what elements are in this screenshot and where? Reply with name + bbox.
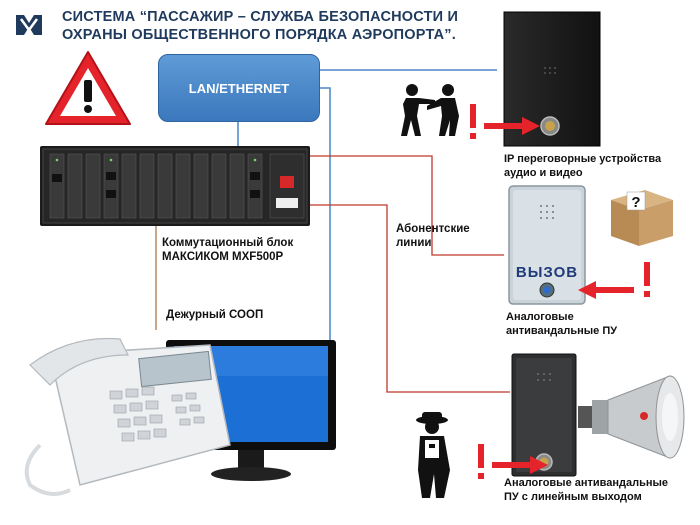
ip-intercom-caption-line-1: IP переговорные устройства	[504, 153, 662, 165]
analog-linear-panel-image	[511, 353, 577, 477]
suspicious-box-icon: ?	[611, 190, 673, 246]
title-line-2: ОХРАНЫ ОБЩЕСТВЕННОГО ПОРЯДКА АЭРОПОРТА”.	[62, 27, 456, 43]
red-arrow-icon	[492, 456, 548, 474]
analog-linear-caption-line-1: Аналоговые антивандальные	[504, 477, 669, 489]
logo-icon	[14, 12, 44, 38]
lan-to-monitor-line	[318, 87, 331, 340]
subscriber-line-1	[308, 155, 504, 256]
analog-panel-caption-line-2: антивандальные ПУ	[506, 325, 618, 337]
title-line-1: СИСТЕМА “ПАССАЖИР – СЛУЖБА БЕЗОПАСНОСТИ …	[62, 9, 459, 25]
switch-unit-caption-line-1: Коммутационный блок	[162, 237, 294, 249]
subscriber-lines-caption: Абонентские линии	[396, 222, 470, 250]
subscriber-lines-line-1: Абонентские	[396, 223, 470, 235]
lan-label: LAN/ETHERNET	[188, 80, 290, 96]
analog-panel-caption: Аналоговые антивандальные ПУ	[506, 310, 617, 338]
exclamation-icon	[470, 104, 476, 139]
page-title: СИСТЕМА “ПАССАЖИР – СЛУЖБА БЕЗОПАСНОСТИ …	[62, 8, 502, 44]
switch-unit-image	[40, 146, 310, 226]
telephone-icon	[24, 337, 231, 496]
ip-intercom-caption-line-2: аудио и видео	[504, 167, 583, 179]
switch-unit-caption-line-2: МАКСИКОМ MXF500P	[162, 251, 284, 263]
subscriber-lines-line-2: линии	[396, 237, 432, 249]
red-arrow-icon	[484, 117, 540, 135]
operator-caption: Дежурный СООП	[166, 308, 263, 322]
analog-panel-caption-line-1: Аналоговые	[506, 311, 574, 323]
switch-unit-caption: Коммутационный блок МАКСИКОМ MXF500P	[162, 236, 293, 264]
lan-ethernet-box: LAN/ETHERNET	[158, 54, 320, 122]
loudspeaker-icon	[578, 375, 685, 459]
analog-linear-caption-line-2: ПУ с линейным выходом	[504, 491, 642, 503]
people-conflict-icon	[401, 84, 459, 136]
analog-linear-caption: Аналоговые антивандальные ПУ с линейным …	[504, 476, 668, 504]
svg-text:?: ?	[631, 194, 640, 211]
ip-intercom-caption: IP переговорные устройства аудио и видео	[504, 152, 661, 180]
red-arrow-icon	[578, 281, 634, 299]
analog-panel-image	[508, 185, 586, 305]
exclamation-icon	[478, 444, 484, 479]
call-button-label: ВЫЗОВ	[515, 264, 579, 281]
exclamation-icon	[644, 262, 650, 297]
spy-icon	[416, 412, 450, 498]
subscriber-line-2	[308, 204, 510, 393]
warning-triangle-icon	[45, 51, 131, 125]
operator-label: Дежурный СООП	[166, 309, 264, 321]
